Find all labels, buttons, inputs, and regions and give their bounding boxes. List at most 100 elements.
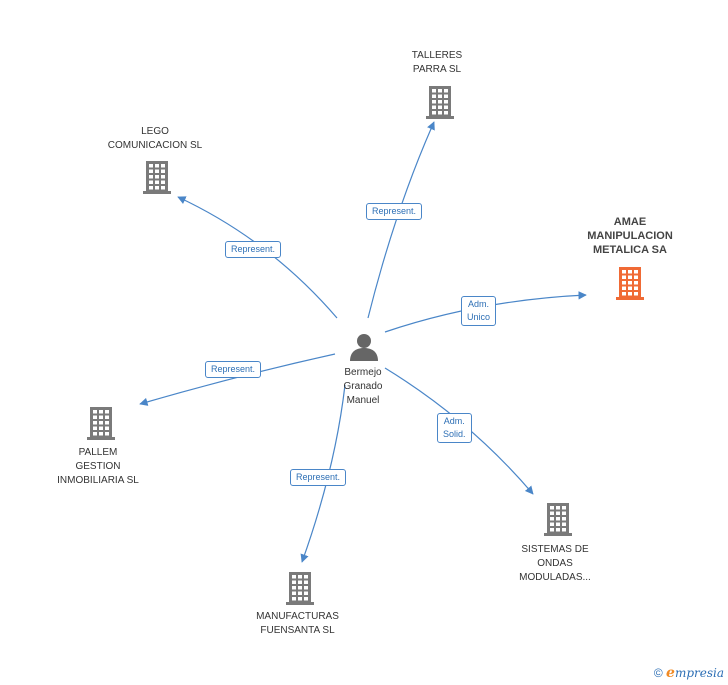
building-window bbox=[438, 111, 442, 115]
node-label-line: LEGO bbox=[141, 126, 169, 137]
building-window bbox=[562, 506, 566, 510]
building-window bbox=[444, 111, 448, 115]
building-window bbox=[438, 89, 442, 93]
building-window bbox=[562, 528, 566, 532]
building-window bbox=[432, 89, 436, 93]
building-icon bbox=[544, 503, 572, 536]
building-base bbox=[426, 116, 454, 119]
building-window bbox=[556, 517, 560, 521]
building-window bbox=[628, 292, 632, 296]
node-label-line: SISTEMAS DE bbox=[521, 544, 589, 555]
building-window bbox=[562, 511, 566, 515]
node-label-manufacturas[interactable]: MANUFACTURAS FUENSANTA SL bbox=[240, 610, 355, 638]
building-window bbox=[432, 100, 436, 104]
edge-label-line: Solid. bbox=[443, 429, 466, 439]
building-window bbox=[93, 410, 97, 414]
edge-label-sistemas[interactable]: Adm. Solid. bbox=[437, 413, 472, 443]
node-label-pallem[interactable]: PALLEM GESTION INMOBILIARIA SL bbox=[43, 446, 153, 488]
building-window bbox=[93, 421, 97, 425]
building-window bbox=[298, 575, 302, 579]
building-window bbox=[99, 410, 103, 414]
building-window bbox=[444, 94, 448, 98]
building-window bbox=[628, 275, 632, 279]
edge-label-lego[interactable]: Represent. bbox=[225, 241, 282, 258]
building-window bbox=[622, 292, 626, 296]
building-window bbox=[432, 111, 436, 115]
node-label-talleres[interactable]: TALLERES PARRA SL bbox=[382, 49, 492, 77]
edge-label-line: Adm. bbox=[468, 299, 490, 309]
building-window bbox=[550, 511, 554, 515]
node-label-line: PALLEM bbox=[78, 447, 118, 458]
building-highlight-icon bbox=[616, 267, 644, 300]
building-window bbox=[628, 281, 632, 285]
building-window bbox=[562, 517, 566, 521]
edge-label-manufacturas[interactable]: Represent. bbox=[290, 469, 347, 486]
building-window bbox=[292, 580, 296, 584]
building-window bbox=[556, 522, 560, 526]
building-window bbox=[634, 281, 638, 285]
copyright-icon: © bbox=[653, 666, 663, 680]
building-base bbox=[286, 602, 314, 605]
building-window bbox=[292, 575, 296, 579]
building-window bbox=[304, 580, 308, 584]
building-window bbox=[634, 275, 638, 279]
edge-label-talleres[interactable]: Represent. bbox=[366, 203, 423, 220]
edge-label-line: Unico bbox=[467, 312, 491, 322]
edge-label-line: Represent. bbox=[296, 472, 341, 482]
building-window bbox=[550, 522, 554, 526]
building-window bbox=[93, 432, 97, 436]
center-person-label[interactable]: Bermejo Granado Manuel bbox=[318, 366, 408, 408]
building-window bbox=[155, 164, 159, 168]
building-window bbox=[99, 432, 103, 436]
building-window bbox=[622, 270, 626, 274]
building-window bbox=[149, 164, 153, 168]
building-window bbox=[634, 270, 638, 274]
edge-label-pallem[interactable]: Represent. bbox=[205, 361, 262, 378]
center-label-line: Manuel bbox=[346, 395, 380, 406]
building-window bbox=[556, 528, 560, 532]
building-window bbox=[444, 100, 448, 104]
building-window bbox=[622, 275, 626, 279]
building-base bbox=[616, 297, 644, 300]
building-icon bbox=[286, 572, 314, 605]
building-window bbox=[298, 591, 302, 595]
node-label-sistemas[interactable]: SISTEMAS DE ONDAS MODULADAS... bbox=[500, 543, 610, 585]
building-icon bbox=[426, 86, 454, 119]
building-window bbox=[444, 89, 448, 93]
node-label-line: TALLERES bbox=[411, 50, 463, 61]
building-window bbox=[438, 94, 442, 98]
building-window bbox=[622, 281, 626, 285]
building-window bbox=[628, 270, 632, 274]
building-icon bbox=[143, 161, 171, 194]
building-window bbox=[304, 597, 308, 601]
building-base bbox=[143, 191, 171, 194]
building-window bbox=[550, 528, 554, 532]
building-window bbox=[155, 175, 159, 179]
building-icon bbox=[87, 407, 115, 440]
edge-label-amae[interactable]: Adm. Unico bbox=[461, 296, 497, 326]
center-label-line: Bermejo bbox=[344, 367, 382, 378]
building-window bbox=[622, 286, 626, 290]
building-window bbox=[292, 597, 296, 601]
building-window bbox=[304, 586, 308, 590]
edge-label-line: Represent. bbox=[231, 244, 276, 254]
edge-label-line: Adm. bbox=[443, 416, 465, 426]
building-window bbox=[149, 180, 153, 184]
building-window bbox=[105, 432, 109, 436]
building-window bbox=[628, 286, 632, 290]
node-label-line: PARRA SL bbox=[412, 64, 462, 75]
building-base bbox=[544, 533, 572, 536]
building-window bbox=[304, 575, 308, 579]
node-label-lego[interactable]: LEGO COMUNICACION SL bbox=[95, 125, 215, 153]
building-window bbox=[298, 580, 302, 584]
node-label-amae[interactable]: AMAE MANIPULACION METALICA SA bbox=[570, 215, 690, 257]
building-window bbox=[161, 175, 165, 179]
building-window bbox=[149, 175, 153, 179]
center-label-line: Granado bbox=[343, 381, 383, 392]
edge-label-line: Represent. bbox=[211, 364, 256, 374]
node-label-line: INMOBILIARIA SL bbox=[57, 475, 139, 486]
building-window bbox=[292, 586, 296, 590]
building-window bbox=[438, 105, 442, 109]
building-window bbox=[298, 586, 302, 590]
building-window bbox=[550, 517, 554, 521]
